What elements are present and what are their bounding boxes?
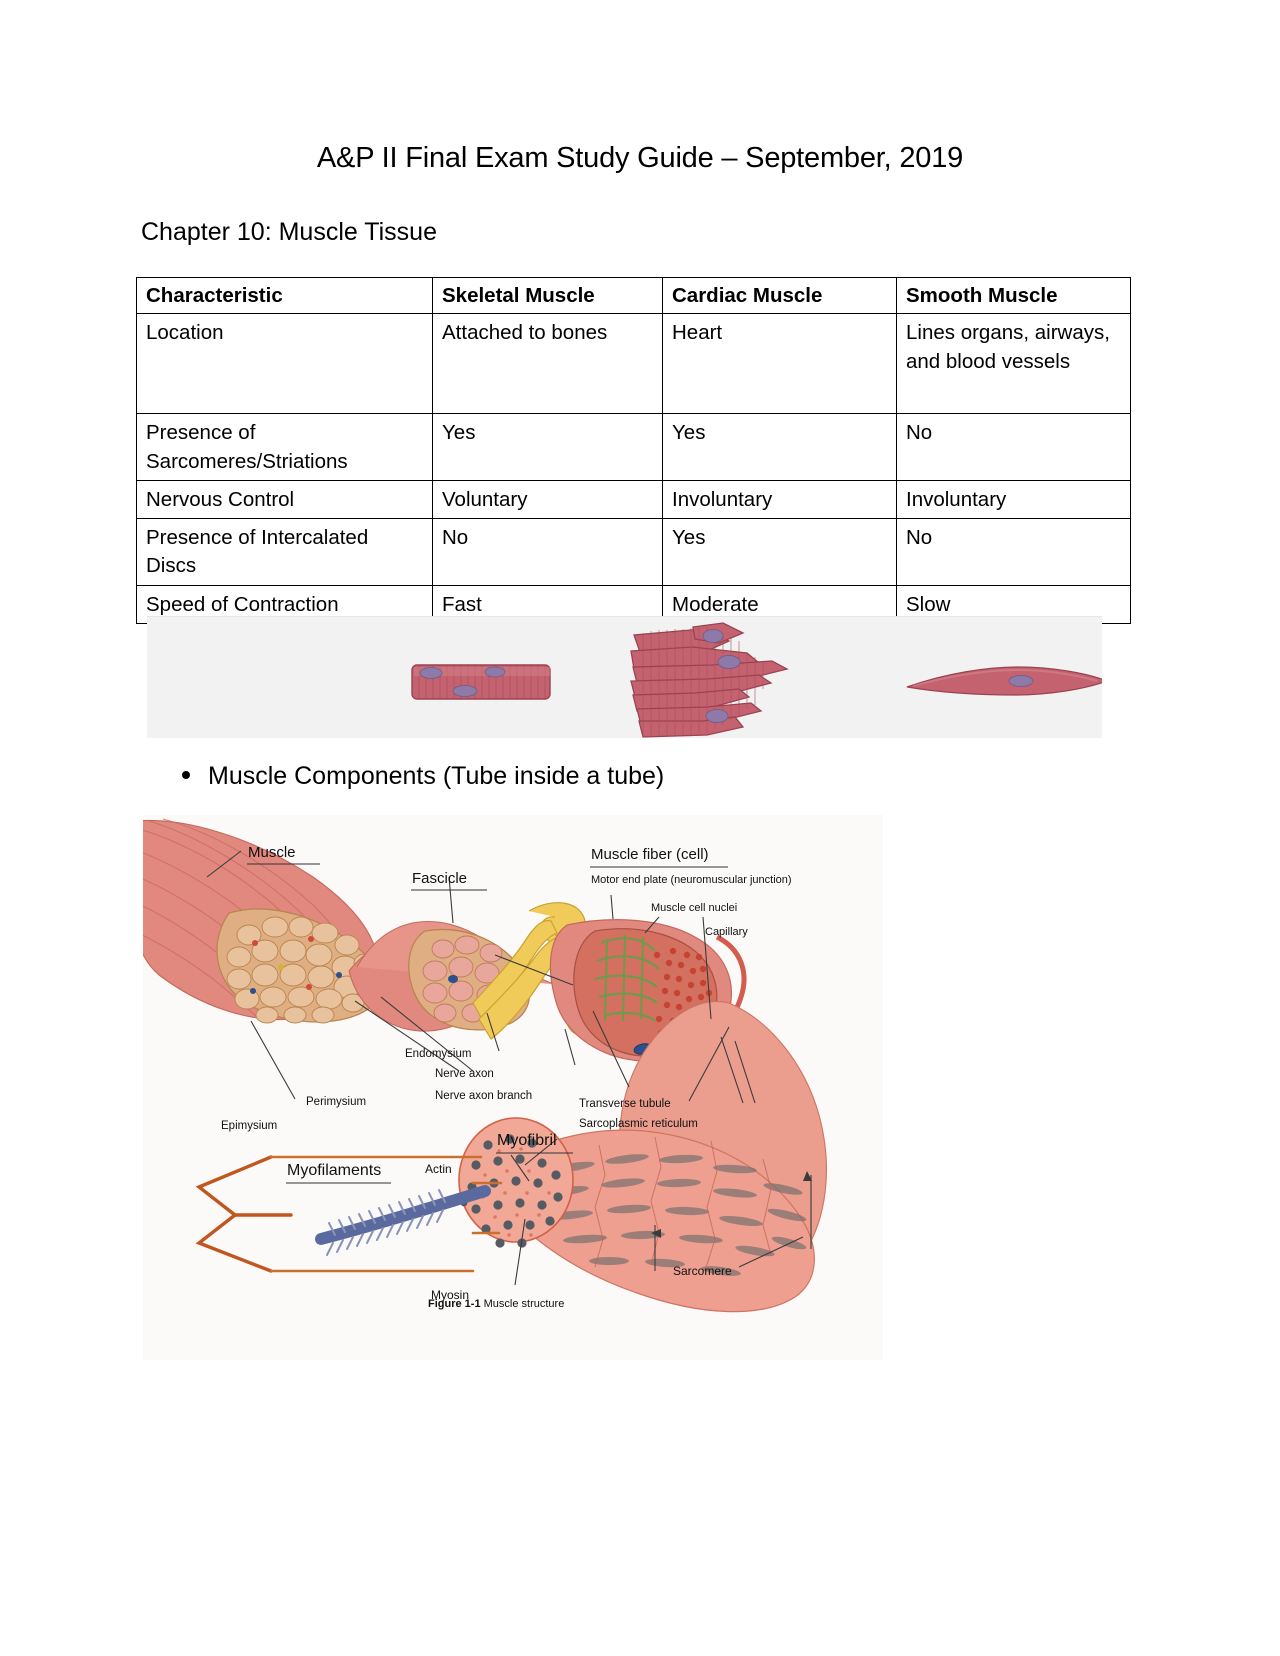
myofibril-illustration <box>494 1000 827 1313</box>
table-row: Presence of Intercalated Discs No Yes No <box>136 518 1131 586</box>
table-cell: No <box>896 518 1131 586</box>
table-header-skeletal: Skeletal Muscle <box>432 276 663 315</box>
leader-lines <box>206 850 812 1286</box>
whole-muscle-illustration <box>143 818 382 1024</box>
bullet-muscle-components: Muscle Components (Tube inside a tube) <box>182 762 664 791</box>
table-cell: Location <box>136 313 433 415</box>
label-text-nerve-axon: Nerve axon <box>435 1068 494 1080</box>
label-text-muscle-cell-nuclei: Muscle cell nuclei <box>651 902 737 914</box>
smooth-muscle-cell-illustration <box>906 666 1102 696</box>
table-cell: No <box>432 518 663 586</box>
muscle-structure-figure: Muscle Fascicle Muscle fiber (cell) Moto… <box>143 815 883 1360</box>
label-text-nerve-axon-branch: Nerve axon branch <box>435 1090 532 1102</box>
muscle-structure-svg: Muscle Fascicle Muscle fiber (cell) Moto… <box>143 815 883 1360</box>
myofilaments-illustration <box>195 1155 503 1273</box>
label-text-sarcomere: Sarcomere <box>673 1264 732 1278</box>
muscle-comparison-table: Characteristic Skeletal Muscle Cardiac M… <box>136 276 1131 624</box>
table-cell: Voluntary <box>432 479 663 520</box>
figure-label-muscle-fiber: Muscle fiber (cell) <box>590 846 728 868</box>
table-cell: Attached to bones <box>432 313 663 415</box>
label-text-capillary: Capillary <box>705 926 748 938</box>
label-text-myofilaments: Myofilaments <box>287 1162 381 1179</box>
myofibril-striations <box>545 1154 807 1276</box>
page-title: A&P II Final Exam Study Guide – Septembe… <box>316 142 964 174</box>
bullet-label: Muscle Components (Tube inside a tube) <box>208 762 665 790</box>
table-cell: Presence of Sarcomeres/Striations <box>136 413 433 481</box>
label-text-perimysium: Perimysium <box>306 1096 366 1108</box>
table-cell: Yes <box>432 413 663 481</box>
table-cell: Heart <box>662 313 897 415</box>
skeletal-muscle-cell-illustration <box>411 664 551 700</box>
figure-label-fascicle: Fascicle <box>411 870 487 891</box>
label-text-motor-end-plate: Motor end plate (neuromuscular junction) <box>591 874 792 886</box>
table-cell: Nervous Control <box>136 479 433 520</box>
label-text-muscle-fiber: Muscle fiber (cell) <box>591 846 709 863</box>
figure-caption-text: Muscle structure <box>483 1298 565 1310</box>
figure-label-myofibril: Myofibril <box>496 1132 573 1154</box>
table-row: Location Attached to bones Heart Lines o… <box>136 313 1131 415</box>
label-text-myosin: Myosin <box>431 1288 469 1302</box>
chapter-heading: Chapter 10: Muscle Tissue <box>141 218 437 246</box>
label-text-fascicle: Fascicle <box>412 870 467 887</box>
label-text-myofibril: Myofibril <box>497 1132 557 1149</box>
table-cell: Involuntary <box>896 479 1131 520</box>
figure-label-muscle: Muscle <box>247 844 320 865</box>
table-header-row: Characteristic Skeletal Muscle Cardiac M… <box>136 276 1131 315</box>
figure-label-myofilaments: Myofilaments <box>286 1162 391 1184</box>
muscle-tissue-types-svg <box>147 617 1102 738</box>
figure-caption-number: Figure 1-1 <box>428 1298 481 1310</box>
label-text-sarcoplasmic-reticulum: Sarcoplasmic reticulum <box>579 1118 698 1130</box>
label-text-endomysium: Endomysium <box>405 1048 471 1060</box>
table-header-smooth: Smooth Muscle <box>896 276 1131 315</box>
table-row: Presence of Sarcomeres/Striations Yes Ye… <box>136 413 1131 481</box>
table-cell: Presence of Intercalated Discs <box>136 518 433 586</box>
label-text-transverse-tubule: Transverse tubule <box>579 1098 671 1110</box>
table-cell: Involuntary <box>662 479 897 520</box>
sarcoplasmic-reticulum <box>594 934 660 1022</box>
table-cell: Yes <box>662 413 897 481</box>
table-header-characteristic: Characteristic <box>136 276 433 315</box>
label-text-epimysium: Epimysium <box>221 1120 277 1132</box>
label-text-muscle: Muscle <box>248 844 296 861</box>
sarcomere-arrows <box>651 1171 812 1238</box>
figure-caption: Figure 1-1 Muscle structure <box>428 1298 564 1310</box>
table-header-cardiac: Cardiac Muscle <box>662 276 897 315</box>
label-text-actin: Actin <box>425 1162 452 1176</box>
cardiac-muscle-cell-illustration <box>630 622 789 738</box>
muscle-tissue-types-image <box>147 616 1102 738</box>
bullet-point-icon <box>182 771 190 779</box>
table-cell: Yes <box>662 518 897 586</box>
table-row: Nervous Control Voluntary Involuntary In… <box>136 479 1131 520</box>
blood-vessel-dots <box>250 936 342 994</box>
table-cell: No <box>896 413 1131 481</box>
table-cell: Lines organs, airways, and blood vessels <box>896 313 1131 415</box>
